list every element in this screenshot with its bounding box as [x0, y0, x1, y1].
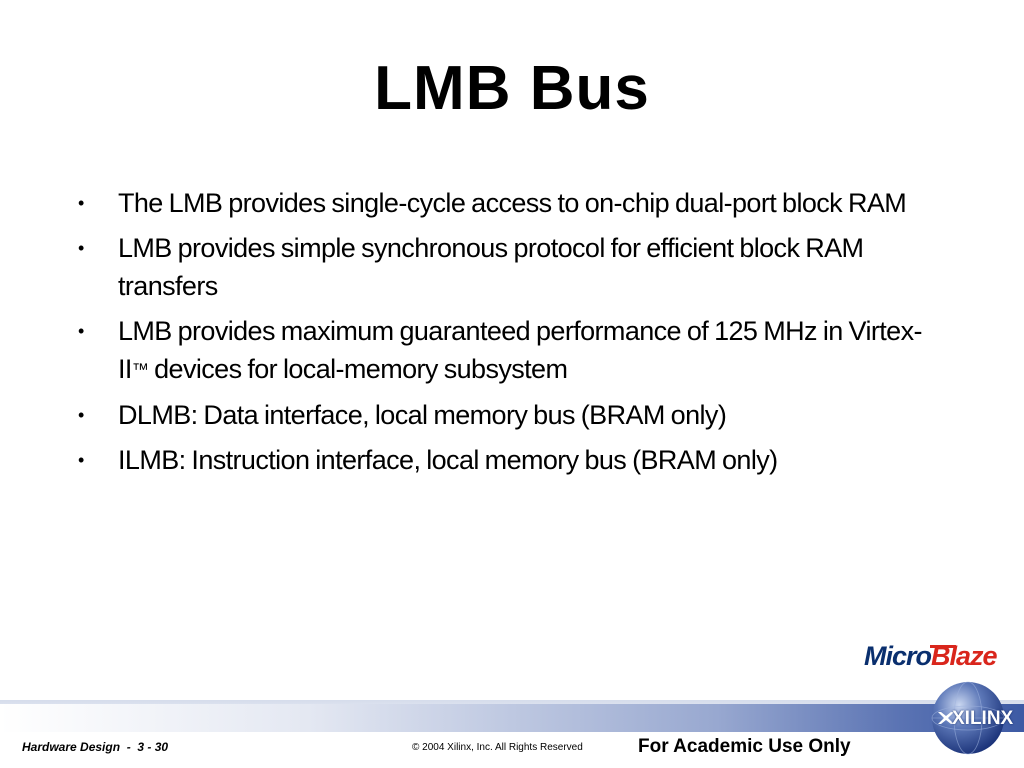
bullet-item: • LMB provides maximum guaranteed perfor… — [72, 312, 942, 389]
bullet-text: LMB provides simple synchronous protocol… — [118, 233, 864, 301]
microblaze-logo: MicroBlaze — [864, 640, 998, 672]
bullet-marker: • — [78, 193, 84, 213]
bullet-text: The LMB provides single-cycle access to … — [118, 188, 907, 218]
bullet-marker: • — [78, 321, 84, 341]
bullet-list: • The LMB provides single-cycle access t… — [72, 184, 942, 486]
xilinx-globe-icon — [931, 681, 1005, 755]
bullet-item: • ILMB: Instruction interface, local mem… — [72, 441, 942, 479]
bullet-marker: • — [78, 405, 84, 425]
bullet-text: DLMB: Data interface, local memory bus (… — [118, 400, 727, 430]
bullet-text-before: LMB provides maximum guaranteed performa… — [118, 316, 922, 384]
bullet-text-after: devices for local-memory subsystem — [148, 354, 568, 384]
microblaze-logo-micro: Micro — [864, 641, 932, 671]
bullet-item: • LMB provides simple synchronous protoc… — [72, 229, 942, 305]
bullet-item: • The LMB provides single-cycle access t… — [72, 184, 942, 222]
trademark-symbol: ™ — [131, 360, 149, 379]
xilinx-logo: XILINX — [952, 708, 1014, 729]
footer-stripe — [0, 704, 1024, 732]
bullet-marker: • — [78, 450, 84, 470]
footer-academic-notice: For Academic Use Only — [638, 736, 851, 757]
footer-copyright: © 2004 Xilinx, Inc. All Rights Reserved — [412, 742, 583, 753]
bullet-marker: • — [78, 238, 84, 258]
microblaze-logo-accent — [930, 645, 956, 648]
bullet-item: • DLMB: Data interface, local memory bus… — [72, 396, 942, 434]
footer-course-page: Hardware Design - 3 - 30 — [22, 740, 169, 754]
bullet-text: ILMB: Instruction interface, local memor… — [118, 445, 778, 475]
slide-title: LMB Bus — [374, 54, 650, 123]
